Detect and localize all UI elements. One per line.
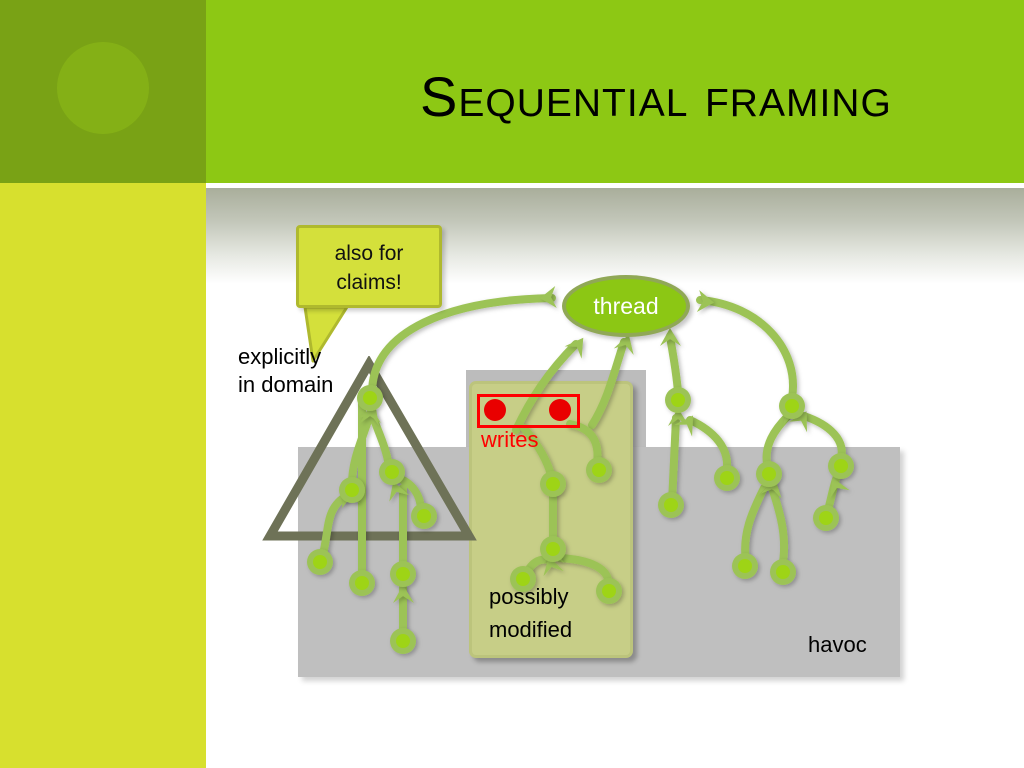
side-band bbox=[0, 183, 206, 768]
decorative-circle bbox=[57, 42, 149, 134]
thread-node[interactable]: thread bbox=[562, 275, 690, 337]
speech-bubble-text: also for claims! bbox=[334, 242, 404, 294]
explicitly-in-domain-label: explicitly in domain bbox=[238, 344, 334, 397]
writes-highlight-box bbox=[477, 394, 580, 428]
possibly-modified-label: possibly modified bbox=[489, 584, 573, 642]
writes-label: writes bbox=[481, 427, 539, 452]
write-dot-2 bbox=[549, 399, 571, 421]
havoc-label: havoc bbox=[808, 632, 867, 657]
write-dot-1 bbox=[484, 399, 506, 421]
domain-triangle bbox=[262, 356, 477, 541]
header-left-block bbox=[0, 0, 206, 183]
speech-bubble: also for claims! bbox=[296, 225, 442, 308]
content-top-edge bbox=[206, 183, 1024, 188]
header-band: Sequential framing bbox=[0, 0, 1024, 183]
page-title: Sequential framing bbox=[420, 65, 892, 128]
thread-label: thread bbox=[593, 292, 659, 319]
